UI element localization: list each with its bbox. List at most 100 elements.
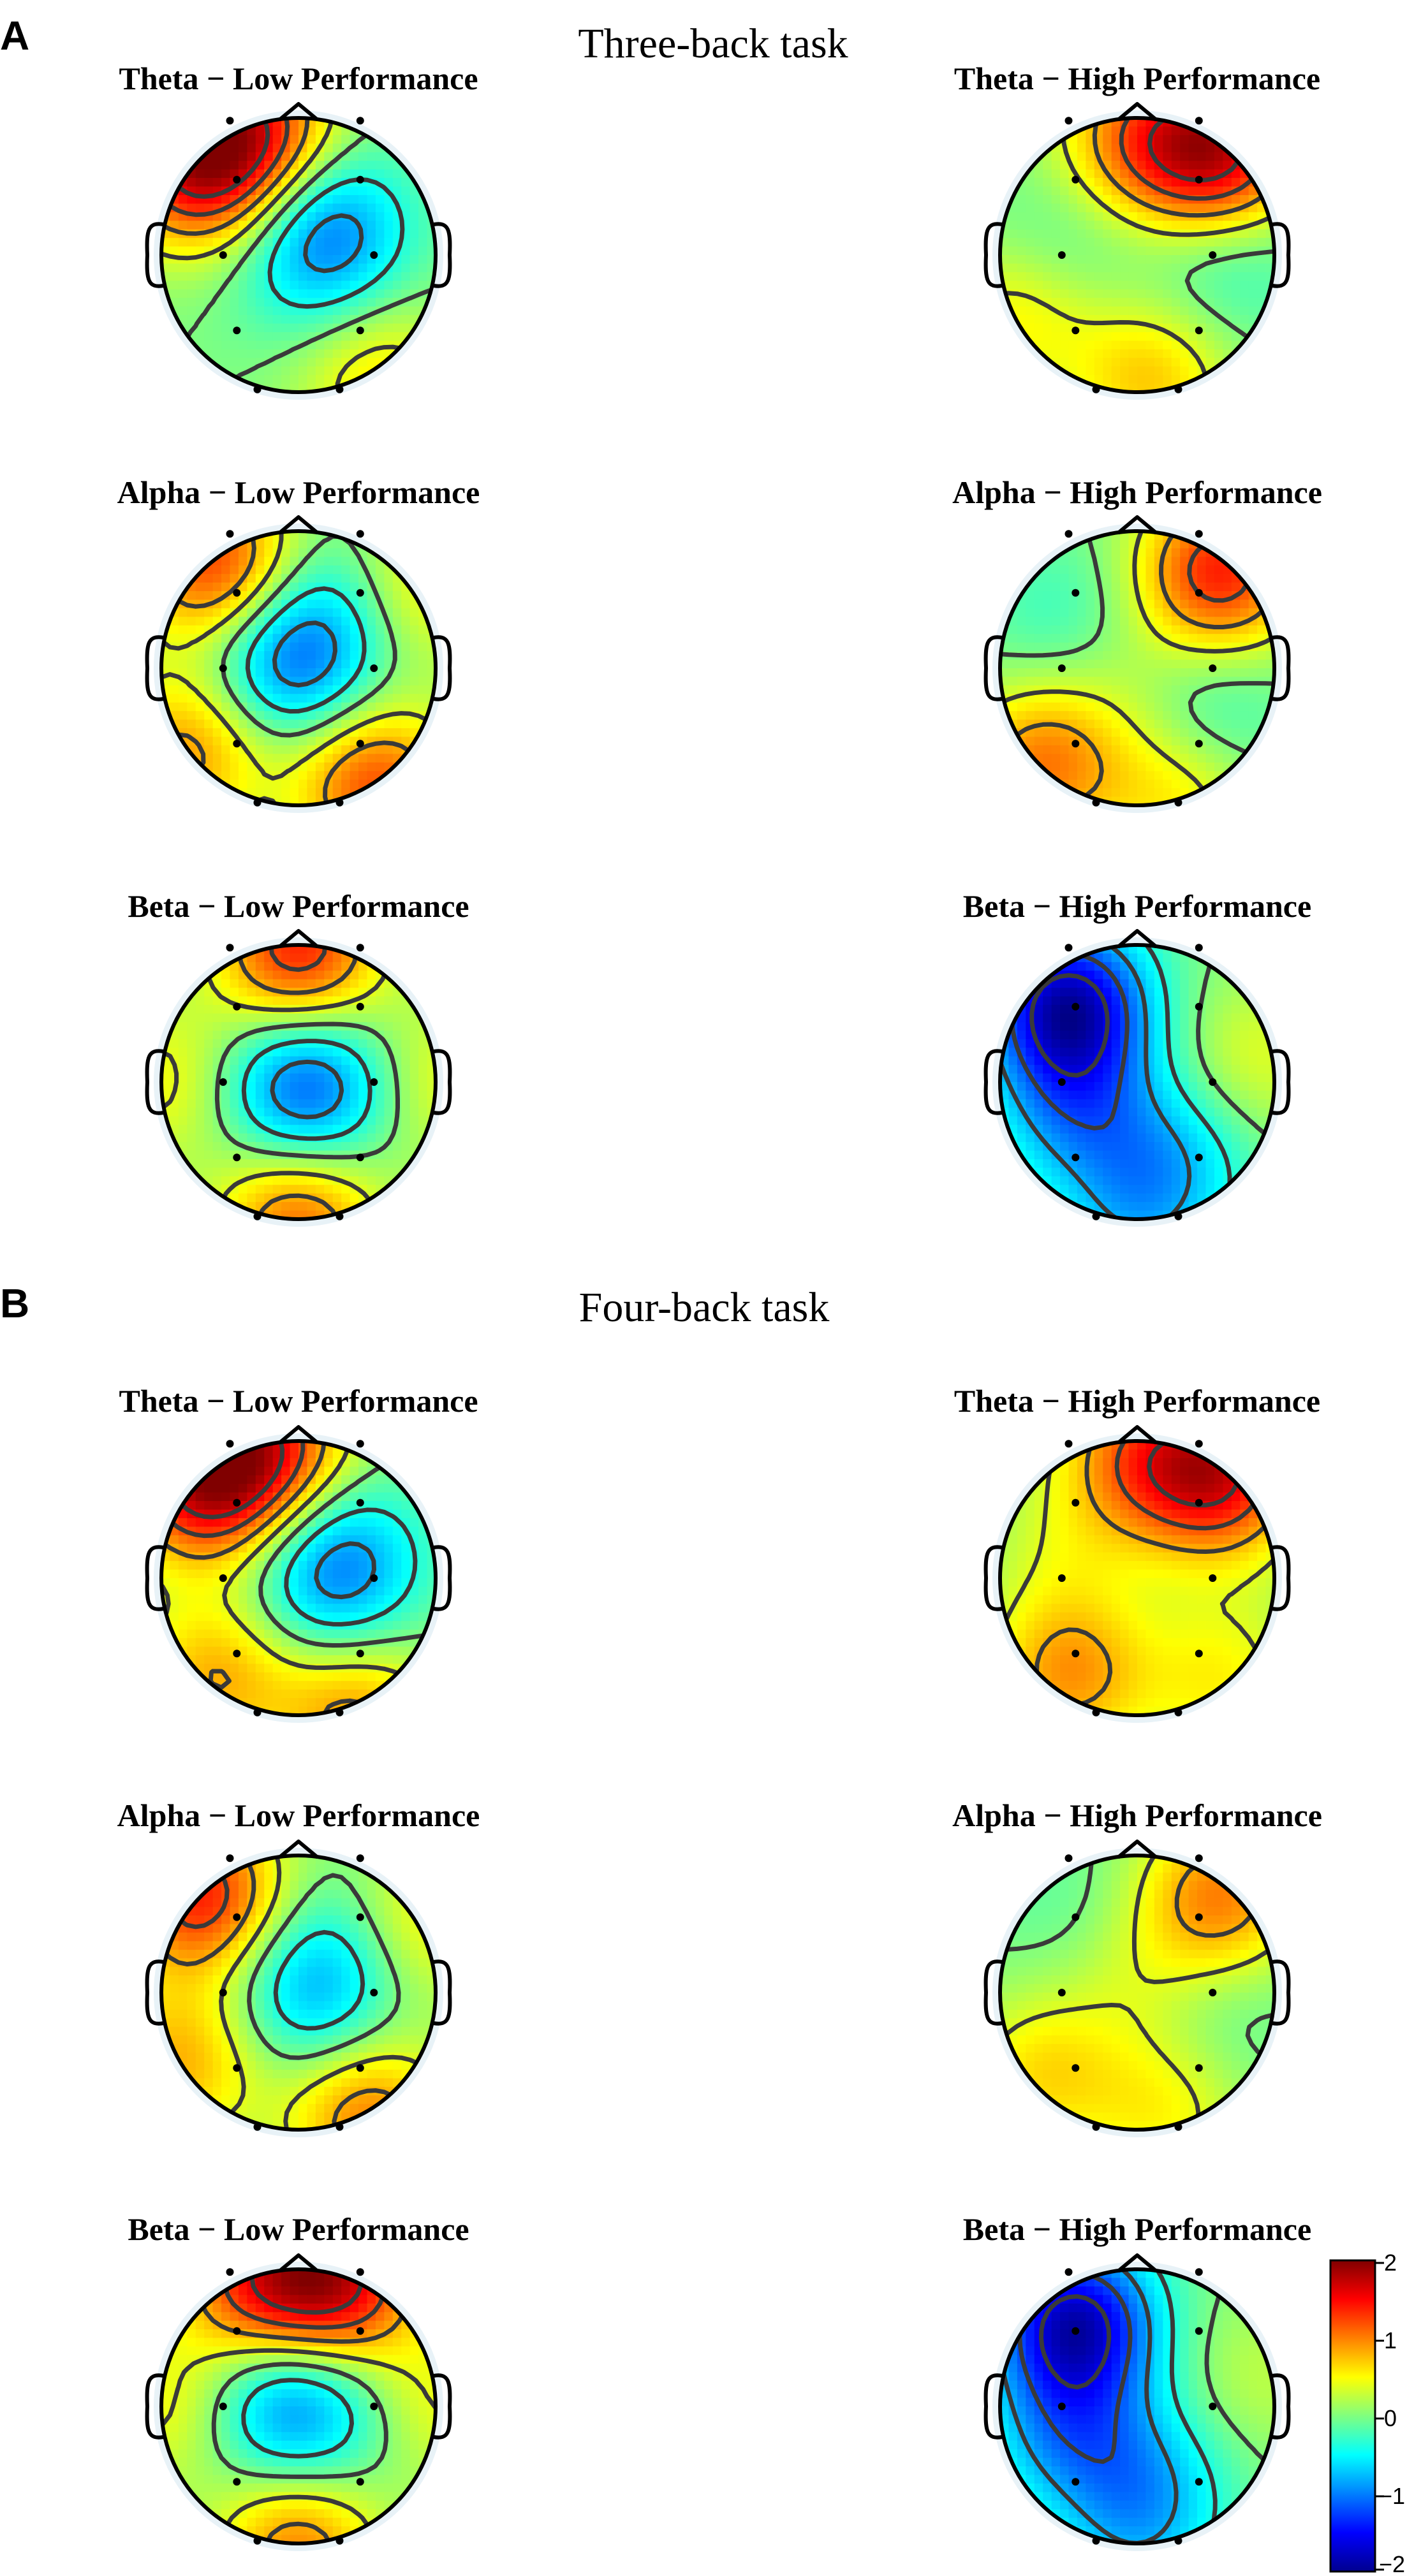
electrode-dot [253,385,261,393]
map-title-a-beta-high: Beta − High Performance [963,888,1311,924]
electrode-dot [253,798,261,807]
electrode-dot [356,1913,364,1921]
electrode-dot [1174,2123,1182,2131]
electrode-dot [226,530,234,538]
electrode-dot [1057,1989,1066,1996]
electrode-dot [356,530,364,538]
electrode-dot [356,1440,364,1448]
electrode-dot [1209,1574,1217,1582]
electrode-dot [356,1650,364,1658]
map-title-b-theta-high: Theta − High Performance [954,1383,1320,1419]
electrode-dot [1072,326,1080,335]
topoplot-head [983,102,1291,400]
electrode-dot [1195,2064,1203,2072]
electrode-dot [1195,2327,1203,2335]
topoplot-head [145,1425,452,1723]
map-title-b-beta-low: Beta − Low Performance [128,2211,469,2247]
topoplot-head [145,515,452,813]
electrode-dot [335,2123,344,2131]
electrode-dot [233,2327,241,2335]
electrode-dot [1072,2064,1080,2072]
electrode-dot [233,2064,241,2072]
electrode-dot [1072,1913,1080,1921]
four-back-task-title: Four-back task [579,1284,830,1331]
electrode-dot [233,589,241,597]
electrode-dot [335,1212,344,1220]
electrode-dot [370,251,378,259]
electrode-dot [356,2478,364,2486]
electrode-dot [356,1854,364,1862]
map-title-b-theta-low: Theta − Low Performance [119,1383,478,1419]
electrode-dot [1174,1708,1182,1716]
electrode-dot [1174,385,1182,393]
colorbar-tick: 1 [1384,2327,1397,2353]
electrode-dot [356,944,364,952]
electrode-dot [1057,1078,1066,1086]
map-title-a-theta-high: Theta − High Performance [954,61,1320,96]
electrode-dot [356,175,364,184]
electrode-dot [1195,740,1203,748]
panel-a-letter: A [0,13,29,59]
electrode-dot [1195,1650,1203,1658]
electrode-dot [1064,117,1073,125]
electrode-dot [1209,1078,1217,1086]
map-title-a-theta-low: Theta − Low Performance [119,61,478,96]
topoplot-head [983,2253,1291,2551]
electrode-dot [233,1153,241,1162]
electrode-dot [1092,1708,1100,1716]
electrode-dot [370,664,378,672]
colorbar-tick: −2 [1379,2551,1405,2576]
topoplot-head [983,1425,1291,1723]
panel-b-letter: B [0,1280,29,1326]
map-title-b-alpha-high: Alpha − High Performance [952,1797,1322,1833]
electrode-dot [233,740,241,748]
electrode-dot [370,1078,378,1086]
electrode-dot [226,944,234,952]
colorbar: 2 1 0 −1 −2 [1329,2250,1405,2576]
electrode-dot [1064,530,1073,538]
map-title-b-beta-high: Beta − High Performance [963,2211,1311,2247]
electrode-dot [233,1498,241,1507]
electrode-dot [1195,2268,1203,2276]
electrode-dot [253,1708,261,1716]
colorbar-scale [1329,2259,1376,2573]
electrode-dot [226,1854,234,1862]
electrode-dot [219,2403,227,2410]
electrode-dot [1195,1498,1203,1507]
electrode-dot [356,2064,364,2072]
electrode-dot [1072,1650,1080,1658]
electrode-dot [253,1212,261,1220]
electrode-dot [233,1002,241,1011]
electrode-dot [1064,1440,1073,1448]
electrode-dot [1064,1854,1073,1862]
electrode-dot [1195,1913,1203,1921]
electrode-dot [233,175,241,184]
electrode-dot [1209,2403,1217,2410]
electrode-dot [370,1989,378,1996]
topoplot-head [145,929,452,1227]
electrode-dot [1072,2478,1080,2486]
topoplot-head [983,929,1291,1227]
electrode-dot [219,1574,227,1582]
electrode-dot [1195,1440,1203,1448]
electrode-dot [233,2478,241,2486]
topoplot-head [145,2253,452,2551]
electrode-dot [219,1078,227,1086]
colorbar-tick: 0 [1384,2405,1397,2431]
electrode-dot [335,385,344,393]
three-back-task-title: Three-back task [578,20,848,67]
map-title-b-alpha-low: Alpha − Low Performance [117,1797,480,1833]
electrode-dot [356,117,364,125]
electrode-dot [226,2268,234,2276]
electrode-dot [1072,1498,1080,1507]
electrode-dot [219,664,227,672]
electrode-dot [1057,664,1066,672]
electrode-dot [1057,1574,1066,1582]
electrode-dot [1209,1989,1217,1996]
electrode-dot [335,798,344,807]
electrode-dot [370,2403,378,2410]
electrode-dot [1174,2536,1182,2545]
electrode-dot [253,2536,261,2545]
electrode-dot [219,1989,227,1996]
